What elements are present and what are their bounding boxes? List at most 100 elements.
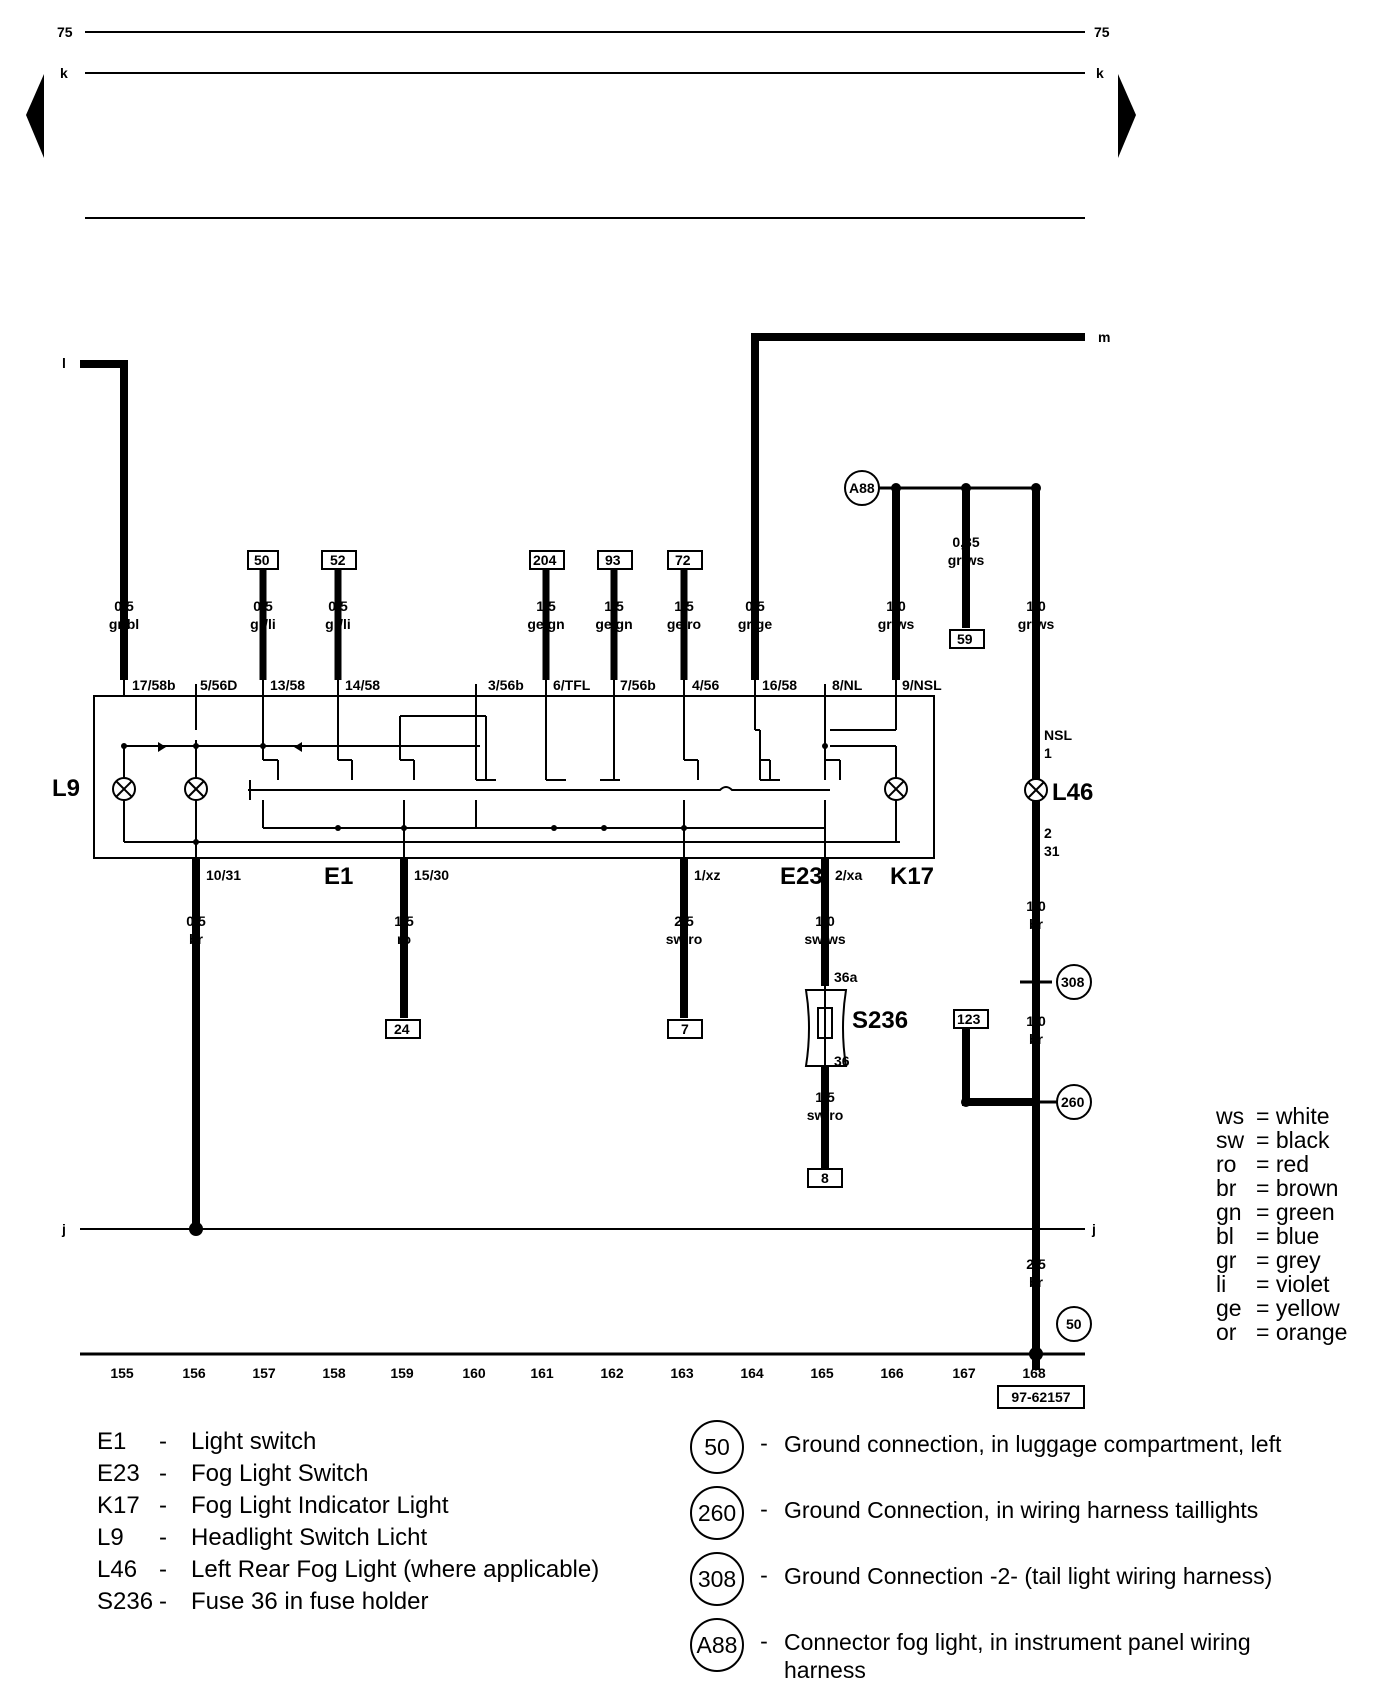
wire-b156-color: br <box>189 931 204 947</box>
ground-desc: Ground connection, in luggage compartmen… <box>784 1431 1282 1457</box>
color-abbr: ge <box>1216 1295 1242 1321</box>
ref-93-label: 93 <box>605 552 621 568</box>
wire-b156-size: 0,5 <box>186 913 206 929</box>
wire-155-size: 0,5 <box>114 598 134 614</box>
fuse-icon <box>804 986 848 1070</box>
legend-desc: Fog Light Indicator Light <box>191 1492 449 1519</box>
page-next-arrow[interactable] <box>1118 74 1136 158</box>
pin-1-xz: 1/xz <box>694 867 720 883</box>
legend-code: E1 <box>97 1428 127 1455</box>
ref-59 <box>949 629 985 649</box>
page-prev-arrow[interactable] <box>26 74 44 158</box>
l46-pin-1: 1 <box>1044 745 1052 761</box>
pin-17-58b: 17/58b <box>132 677 176 693</box>
wire-168-size: 1,0 <box>1026 598 1046 614</box>
ground-id: 308 <box>690 1552 744 1606</box>
ground-desc: Connector fog light, in instrument panel… <box>784 1629 1251 1683</box>
ref-7-label: 7 <box>681 1021 689 1037</box>
pin-13-58: 13/58 <box>270 677 305 693</box>
track-number: 166 <box>880 1365 904 1381</box>
label-s236: S236 <box>852 1007 908 1034</box>
color-name: = grey <box>1256 1247 1321 1273</box>
ref-52-label: 52 <box>330 552 346 568</box>
legend-code: L46 <box>97 1556 138 1583</box>
wire-b165b-color: sw/ro <box>807 1107 844 1123</box>
color-row: ro = red <box>1216 1152 1347 1176</box>
pin-9-nsl: 9/NSL <box>902 677 942 693</box>
color-row: or = orange <box>1216 1320 1347 1344</box>
color-row: li= violet <box>1216 1272 1347 1296</box>
ref-123 <box>953 1009 989 1029</box>
wire-155-color: gr/bl <box>109 616 139 632</box>
label-e23: E23 <box>780 863 823 890</box>
ground-260-marker <box>1056 1084 1092 1120</box>
color-row: gn= green <box>1216 1200 1347 1224</box>
l46-pin-31: 31 <box>1044 843 1060 859</box>
diode-icon <box>294 742 302 752</box>
track-k-left: k <box>60 65 68 81</box>
ground-id: 260 <box>690 1486 744 1540</box>
color-name: = red <box>1256 1151 1310 1177</box>
fuse-pin-out: 36 <box>834 1053 850 1069</box>
color-abbr: sw <box>1216 1127 1245 1153</box>
track-j-right: j <box>1091 1221 1096 1237</box>
wire-b168b-size: 1,0 <box>1026 1013 1046 1029</box>
color-abbr: ro <box>1216 1151 1237 1177</box>
color-abbr: br <box>1216 1175 1237 1201</box>
legend-row: E1-Light switch <box>97 1426 599 1458</box>
legend-code: E23 <box>97 1460 140 1487</box>
color-name: = orange <box>1256 1319 1348 1345</box>
pin-6-tfl: 6/TFL <box>553 677 591 693</box>
legend-row: S236-Fuse 36 in fuse holder <box>97 1586 599 1618</box>
wire-157-color: gr/li <box>250 616 276 632</box>
ref-7 <box>667 1019 703 1039</box>
wire-163-color: ge/ro <box>667 616 701 632</box>
wire-164-color: gr/ge <box>738 616 772 632</box>
drawing-id-box <box>997 1385 1085 1409</box>
diode-icon <box>158 742 166 752</box>
legend-desc: Light switch <box>191 1428 317 1455</box>
color-name: = black <box>1256 1127 1330 1153</box>
track-75-left: 75 <box>57 24 73 40</box>
color-name: = yellow <box>1256 1295 1340 1321</box>
wire-b168c-color: br <box>1029 1274 1044 1290</box>
track-number: 167 <box>952 1365 976 1381</box>
legend-desc: Fog Light Switch <box>191 1460 369 1487</box>
ref-24 <box>385 1019 421 1039</box>
l46-pin-name: NSL <box>1044 727 1072 743</box>
label-k17: K17 <box>890 863 934 890</box>
color-abbr: or <box>1216 1319 1237 1345</box>
ground-308-marker <box>1056 964 1092 1000</box>
ground-260-label: 260 <box>1061 1094 1085 1110</box>
legend-desc: Fuse 36 in fuse holder <box>191 1588 429 1615</box>
color-row: sw = black <box>1216 1128 1347 1152</box>
pin-10-31: 10/31 <box>206 867 241 883</box>
pin-4-56: 4/56 <box>692 677 719 693</box>
track-j-left: j <box>61 1221 66 1237</box>
legend-row: L9-Headlight Switch Licht <box>97 1522 599 1554</box>
pin-14-58: 14/58 <box>345 677 380 693</box>
label-l9: L9 <box>52 775 80 802</box>
ground-legend: 50-Ground connection, in luggage compart… <box>690 1420 1340 1696</box>
legend-code: K17 <box>97 1492 140 1519</box>
l46-pin-2: 2 <box>1044 825 1052 841</box>
legend-code: S236 <box>97 1588 154 1615</box>
track-l: l <box>62 355 66 371</box>
legend-row: E23-Fog Light Switch <box>97 1458 599 1490</box>
pin-15-30: 15/30 <box>414 867 449 883</box>
wire-b159-size: 1,5 <box>394 913 414 929</box>
ground-row: 50-Ground connection, in luggage compart… <box>690 1420 1340 1474</box>
ref-72-label: 72 <box>675 552 691 568</box>
wire-166-size: 1,0 <box>886 598 906 614</box>
color-legend: ws= white sw= black ro= red br= brown gn… <box>1216 1104 1347 1344</box>
wire-b168a-color: br <box>1029 916 1044 932</box>
color-name: = brown <box>1256 1175 1339 1201</box>
wire-158-size: 0,5 <box>328 598 348 614</box>
wire-b163-size: 2,5 <box>674 913 694 929</box>
ref-8-label: 8 <box>821 1170 829 1186</box>
track-number: 158 <box>322 1365 346 1381</box>
pin-5-56d: 5/56D <box>200 677 237 693</box>
track-k-right: k <box>1096 65 1104 81</box>
ground-50-label: 50 <box>1066 1316 1082 1332</box>
